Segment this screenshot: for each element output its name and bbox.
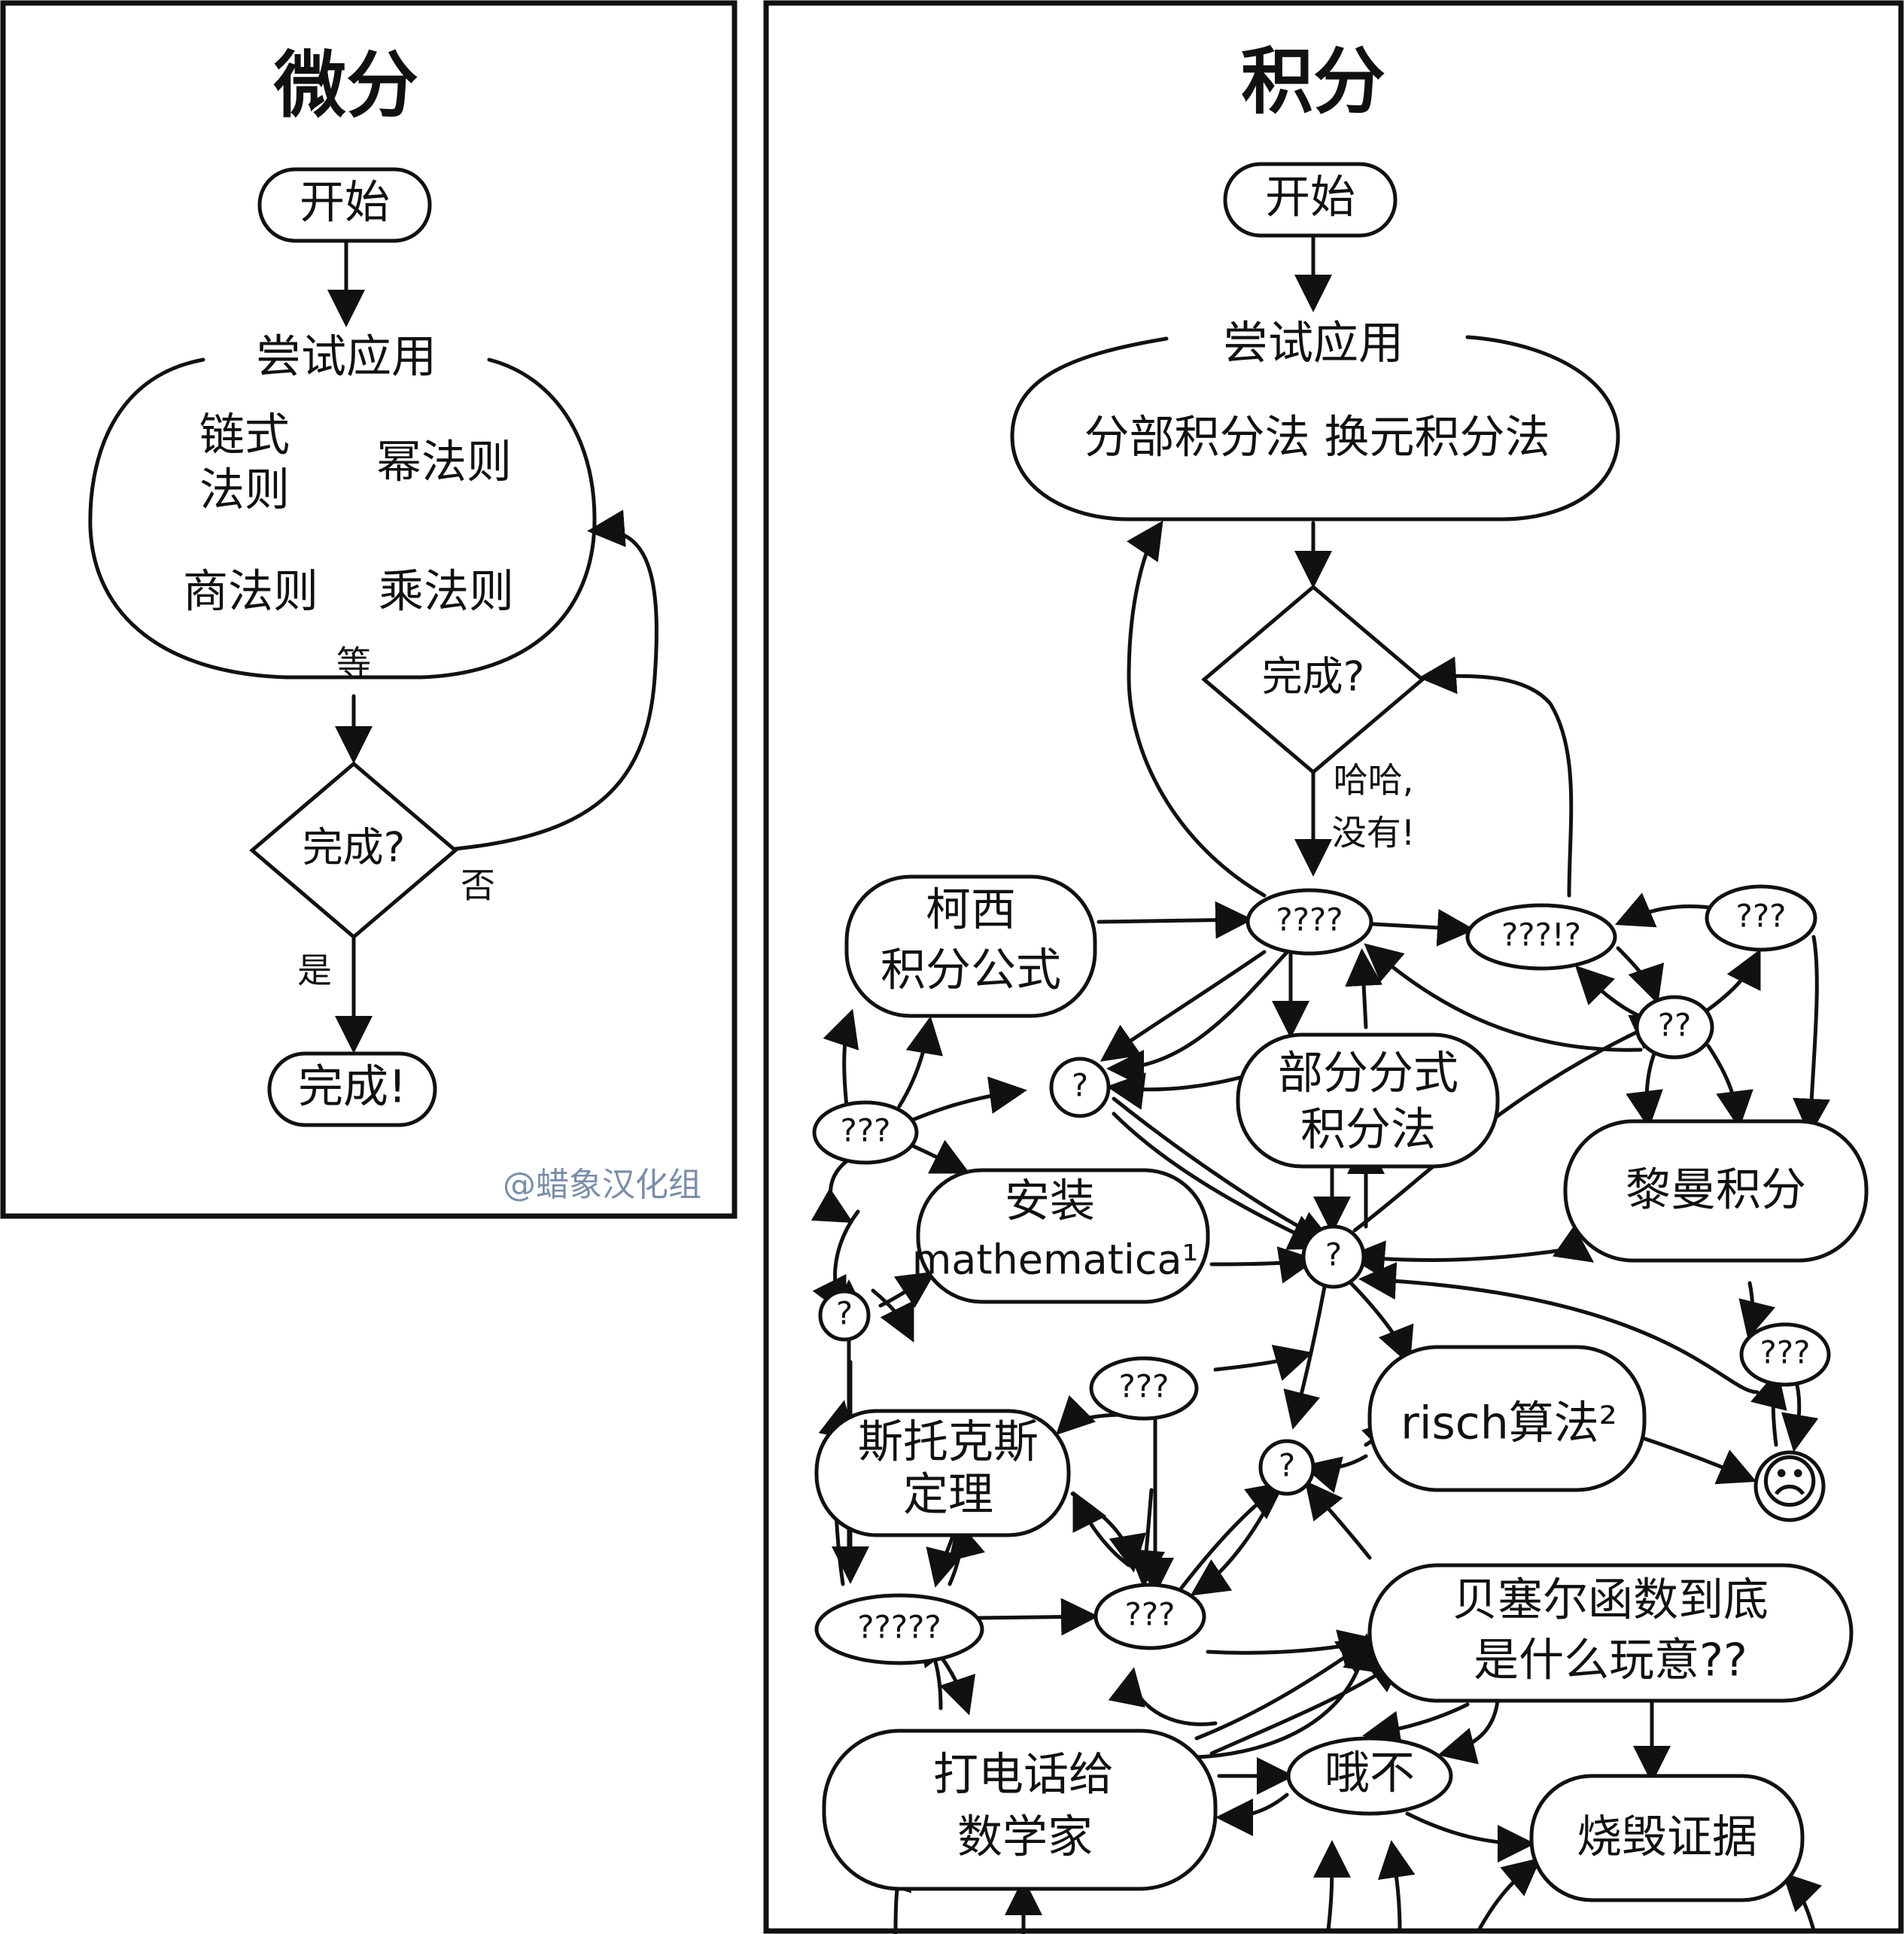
node-cauchy-label-1: 柯西 <box>926 884 1016 937</box>
node-q1-center-label: ? <box>1325 1236 1342 1273</box>
right-try-blob <box>1010 335 1620 522</box>
right-haha-2: 没有! <box>1332 813 1415 853</box>
left-try-label: 尝试应用 <box>256 331 436 384</box>
node-oh-no <box>1286 1736 1453 1816</box>
watermark: @蜡象汉化组 <box>503 1166 701 1204</box>
node-q4 <box>1246 888 1373 956</box>
left-decision-label: 完成? <box>303 824 406 871</box>
node-partial-label-2: 积分法 <box>1300 1104 1436 1157</box>
node-q2-label: ?? <box>1658 1007 1692 1044</box>
node-mathematica <box>916 1168 1210 1304</box>
node-stokes-label-2: 定理 <box>903 1469 993 1522</box>
left-title: 微分 <box>273 43 418 127</box>
node-q3-mid <box>1089 1356 1199 1421</box>
node-call-label-2: 数学家 <box>957 1811 1093 1864</box>
left-done-label: 完成! <box>298 1061 406 1114</box>
node-q3-right-label: ??? <box>1760 1334 1811 1371</box>
left-yes-label: 是 <box>297 950 332 991</box>
node-q3-lower <box>1093 1583 1206 1650</box>
node-stokes-label-1: 斯托克斯 <box>858 1416 1039 1469</box>
node-q2 <box>1635 995 1714 1060</box>
node-call-mathematician <box>822 1729 1218 1891</box>
right-haha-1: 哈哈, <box>1334 760 1414 801</box>
node-q3b <box>1465 903 1617 971</box>
node-riemann-label: 黎曼积分 <box>1626 1164 1806 1217</box>
left-etc-label: 等 <box>336 643 371 684</box>
left-try-blob <box>88 357 597 680</box>
node-stokes <box>814 1409 1071 1537</box>
node-call-label-1: 打电话给 <box>933 1749 1114 1802</box>
node-q3-mid-label: ??? <box>1119 1368 1169 1405</box>
left-rule-quotient: 商法则 <box>183 566 318 619</box>
node-sad <box>1753 1450 1826 1522</box>
node-cauchy-label-2: 积分公式 <box>881 944 1061 997</box>
left-rule-chain-2: 法则 <box>199 464 290 517</box>
left-start-node <box>257 167 432 243</box>
node-partial-label-1: 部分分式 <box>1278 1048 1458 1100</box>
left-arrow-no-loop <box>453 509 658 851</box>
node-oh-no-label: 哦不 <box>1325 1747 1415 1800</box>
node-bessel-label-1: 贝塞尔函数到底 <box>1452 1574 1769 1627</box>
right-title: 积分 <box>1241 39 1385 123</box>
node-partial-fractions <box>1236 1032 1500 1169</box>
left-rule-product: 乘法则 <box>379 566 514 619</box>
node-q3-left-label: ??? <box>841 1112 891 1149</box>
node-burn-label: 烧毁证据 <box>1577 1811 1757 1864</box>
left-done-node <box>267 1051 437 1127</box>
node-riemann <box>1563 1119 1869 1263</box>
node-q4-label: ???? <box>1276 902 1343 938</box>
left-rule-power: 幂法则 <box>376 436 512 489</box>
left-no-label: 否 <box>461 865 495 906</box>
node-bessel-label-2: 是什么玩意?? <box>1474 1634 1747 1687</box>
node-q1-lower-label: ? <box>1279 1447 1295 1484</box>
node-bessel <box>1367 1563 1854 1703</box>
left-start-label: 开始 <box>300 177 390 230</box>
node-mathematica-label-2: mathematica¹ <box>912 1236 1199 1284</box>
node-q1-left-label: ? <box>836 1295 853 1332</box>
node-q1-a <box>1049 1057 1111 1118</box>
node-q3-lower-label: ??? <box>1125 1596 1176 1633</box>
node-q1-center <box>1301 1224 1366 1289</box>
node-risch-label: risch算法² <box>1401 1397 1617 1450</box>
node-cauchy <box>844 874 1097 1018</box>
node-q3-left <box>812 1100 919 1165</box>
node-q3b-label: ???!? <box>1501 917 1581 953</box>
node-q3-topright <box>1705 884 1817 952</box>
node-q3-topright-label: ??? <box>1736 898 1787 935</box>
right-decision-label: 完成? <box>1262 653 1365 701</box>
sad-face-icon: ☹ <box>1759 1449 1820 1516</box>
right-start-node <box>1223 162 1398 238</box>
node-q3-right <box>1739 1322 1831 1387</box>
node-q5 <box>814 1593 984 1665</box>
node-q5-label: ????? <box>857 1609 941 1646</box>
right-start-label: 开始 <box>1265 172 1355 224</box>
node-risch <box>1367 1345 1647 1492</box>
left-rule-chain-1: 链式 <box>199 409 290 462</box>
node-burn-evidence <box>1529 1774 1805 1902</box>
node-mathematica-label-1: 安装 <box>1005 1175 1095 1228</box>
right-methods-label: 分部积分法 换元积分法 <box>1084 412 1550 464</box>
node-q1-lower <box>1258 1439 1315 1496</box>
node-q1-left <box>818 1289 871 1342</box>
right-try-label: 尝试应用 <box>1223 318 1404 370</box>
node-q1-a-label: ? <box>1072 1067 1088 1104</box>
